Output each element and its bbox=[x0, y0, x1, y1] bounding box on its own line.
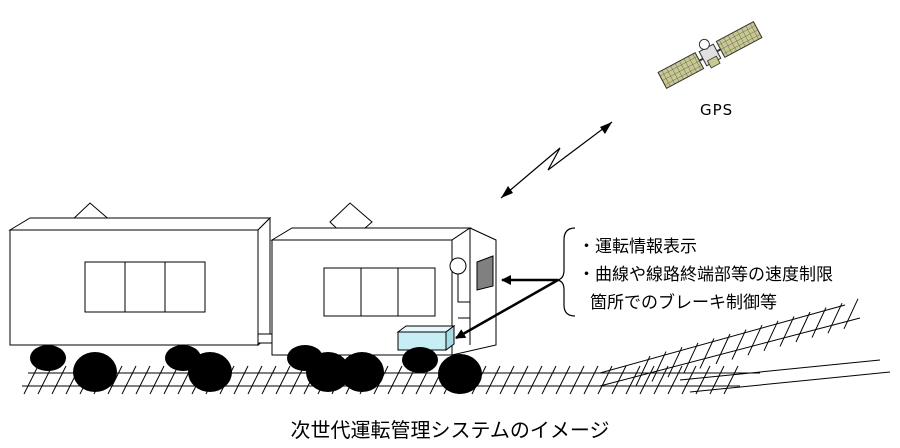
rail-sleeper bbox=[555, 365, 571, 395]
rail-sleeper-branch bbox=[795, 311, 811, 343]
rail-sleeper-branch bbox=[763, 320, 779, 352]
rail-sleeper-branch bbox=[667, 346, 683, 378]
rail-sleeper-branch bbox=[843, 298, 859, 330]
control-arrows bbox=[455, 275, 559, 340]
rail-sleeper bbox=[247, 365, 263, 395]
rail-sleeper bbox=[653, 365, 669, 395]
rail-sleeper bbox=[513, 365, 529, 395]
rail-sleeper bbox=[723, 365, 739, 395]
onboard-control-unit bbox=[396, 325, 456, 351]
rail-sleeper-branch bbox=[651, 351, 667, 382]
rail-sleeper bbox=[233, 365, 249, 395]
onboard-display-panel bbox=[476, 255, 494, 291]
rail-sleeper bbox=[695, 365, 711, 395]
rail-sleeper-branch bbox=[747, 324, 763, 356]
rail-sleeper-branch bbox=[731, 329, 747, 360]
rail-sleeper-branch bbox=[827, 302, 843, 334]
feature-item-speed-limit: ・曲線や線路終端部等の速度制限 bbox=[578, 265, 833, 285]
train-wheels bbox=[30, 345, 482, 394]
rail-sleeper bbox=[135, 365, 151, 395]
rail-sleeper bbox=[275, 365, 291, 395]
rail-sleeper bbox=[163, 365, 179, 395]
rail-sleeper-branch bbox=[683, 342, 699, 374]
rail-sleeper bbox=[583, 365, 599, 395]
rail-sleeper bbox=[23, 365, 39, 395]
rail-sleeper-branch bbox=[811, 307, 827, 338]
rail-sleeper bbox=[681, 365, 697, 395]
feature-bracket bbox=[555, 227, 576, 317]
rail-sleeper bbox=[569, 365, 585, 395]
rail-sleeper-branch bbox=[779, 316, 795, 347]
rail-sleeper bbox=[261, 365, 277, 395]
feature-item-brake-control: 箇所でのブレーキ制御等 bbox=[590, 293, 777, 313]
rear-train-car bbox=[8, 202, 285, 347]
rail-sleeper bbox=[387, 365, 403, 395]
rail-sleeper-branch bbox=[715, 333, 731, 365]
lead-train-car bbox=[270, 202, 497, 356]
rail-sleeper-branch bbox=[699, 338, 715, 369]
diagram-caption: 次世代運転管理システムのイメージ bbox=[290, 418, 610, 442]
rail-sleeper bbox=[527, 365, 543, 395]
rail-sleeper bbox=[499, 365, 515, 395]
rail-sleeper bbox=[541, 365, 557, 395]
gps-label: GPS bbox=[700, 101, 734, 119]
gps-communication-arrow bbox=[500, 121, 613, 199]
feature-item-operation-info: ・運転情報表示 bbox=[578, 237, 697, 257]
gps-satellite-icon bbox=[657, 21, 763, 89]
rail-sleeper bbox=[611, 365, 627, 395]
rail-sleeper bbox=[667, 365, 683, 395]
rail-sleeper-branch bbox=[635, 355, 651, 387]
rail-sleeper bbox=[639, 365, 655, 395]
rail-sleeper bbox=[121, 365, 137, 395]
rail-sleeper bbox=[51, 365, 67, 395]
rail-sleeper bbox=[149, 365, 165, 395]
rail-sleeper bbox=[485, 365, 501, 395]
rail-sleeper bbox=[625, 365, 641, 395]
